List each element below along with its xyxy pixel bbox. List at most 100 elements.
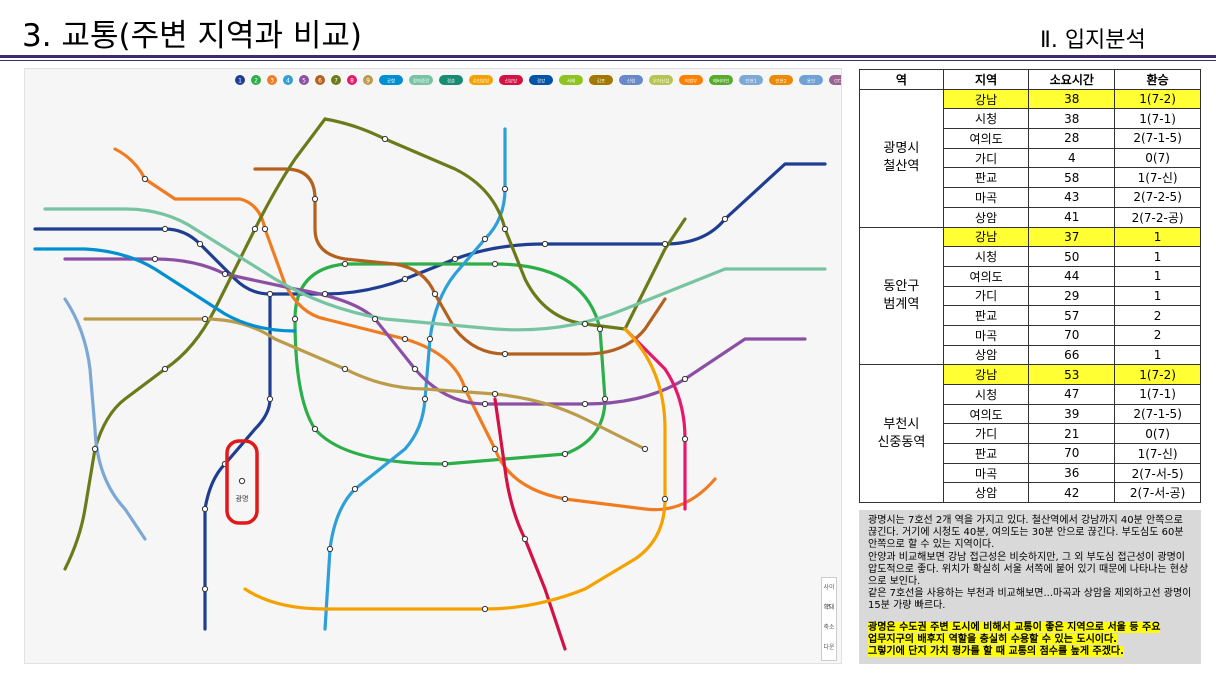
station-dot [421,395,429,403]
map-size-button[interactable]: 사이즈 [823,584,835,611]
map-download-button[interactable]: 다운로드 [823,644,835,651]
station-dot [481,400,489,408]
station-dot [141,175,149,183]
legend-label: 신림 [627,78,635,85]
section-label: Ⅱ. 입지분석 [1040,28,1146,53]
station-dot [311,195,319,203]
transfer-cell: 1(7-신) [1114,443,1201,464]
title-divider-thin [0,60,1216,61]
legend-chip [709,75,733,85]
time-cell: 50 [1028,246,1116,267]
legend-chip [235,75,245,85]
map-zoom-in-button[interactable]: 확대 [823,604,835,611]
legend-label: 5 [302,78,306,85]
transfer-cell: 2(7-2-5) [1114,187,1201,208]
station-dot [161,365,169,373]
title-divider [0,55,1216,58]
legend-chip [829,75,841,85]
header-time: 소요시간 [1028,69,1116,90]
station-dot [238,477,246,485]
legend-label: 우이신설 [653,78,670,85]
legend-label: 공항 [387,78,395,85]
legend-chip [799,75,823,85]
map-zoom-out-button[interactable]: 축소 [823,624,835,631]
note-paragraph: 광명시는 7호선 2개 역을 가지고 있다. 철산역에서 강남까지 40분 안쪽… [868,515,1184,551]
region-cell: 판교 [942,167,1030,189]
region-cell: 여의도 [942,128,1030,149]
legend-label: 인천1 [745,78,756,85]
station-dot [401,275,409,283]
page-title: 3. 교통(주변 지역과 비교) [22,18,363,54]
time-cell: 36 [1028,462,1116,484]
time-cell: 66 [1028,344,1116,366]
region-cell: 마곡 [942,187,1030,208]
region-cell: 상암 [942,206,1030,228]
station-dot [261,225,269,233]
station-dot [681,435,689,443]
station-dot [426,335,434,343]
legend-chip [363,75,373,85]
station-dot [501,350,509,358]
transfer-cell: 1(7-2) [1114,364,1201,385]
time-cell: 70 [1028,324,1116,346]
station-dot [201,505,209,513]
transfer-cell: 0(7) [1114,147,1201,169]
legend-chip [499,75,523,85]
legend-label: 7 [334,78,338,85]
station-dot [266,395,274,403]
line-airport [33,247,297,333]
time-cell: 4 [1028,147,1116,169]
legend-label: 에버라인 [713,78,730,85]
region-cell: 마곡 [942,324,1030,346]
transfer-cell: 1(7-신) [1114,167,1201,189]
station-dot [201,315,209,323]
station-dot [91,445,99,453]
legend-label: 경강 [537,78,545,85]
legend-chip [589,75,613,85]
station-dot [521,535,529,543]
time-cell: 42 [1028,482,1116,504]
conclusion-line: 그렇기에 단지 가치 평가를 할 때 교통의 점수를 높게 주겠다. [868,646,1124,658]
station-dot [641,445,649,453]
station-name-line: 범계역 [883,296,920,312]
legend-chip [283,75,293,85]
region-cell: 시청 [942,384,1030,405]
gwangmyeong-highlight [225,439,259,525]
station-dot [581,320,589,328]
station-dot [341,260,349,268]
header-station: 역 [859,69,944,90]
legend-label: 신분당 [505,78,517,85]
map-toolbar: 사이즈 확대 축소 다운로드 [821,577,837,661]
line-1-south [203,292,272,631]
station-dot [491,445,499,453]
time-cell: 58 [1028,167,1116,189]
legend-chip [331,75,341,85]
transfer-cell: 1(7-1) [1114,384,1201,405]
legend-label: 인천2 [775,78,786,85]
region-cell: 여의도 [942,403,1030,425]
station-dot [266,290,274,298]
time-cell: 44 [1028,265,1116,287]
region-cell: 여의도 [942,265,1030,287]
station-dot [681,375,689,383]
legend-label: 3 [270,78,274,85]
legend-chip [379,75,403,85]
legend-label: GTX-A [834,79,842,85]
legend-chip [299,75,309,85]
note-paragraph: 안양과 비교해보면 강남 접근성은 비슷하지만, 그 외 부도심 접근성이 광명… [868,551,1189,588]
region-cell: 강남 [942,226,1030,248]
transfer-cell: 2(7-1-5) [1114,403,1201,425]
line-7 [323,117,687,331]
station-name-line: 신중동역 [877,434,926,450]
